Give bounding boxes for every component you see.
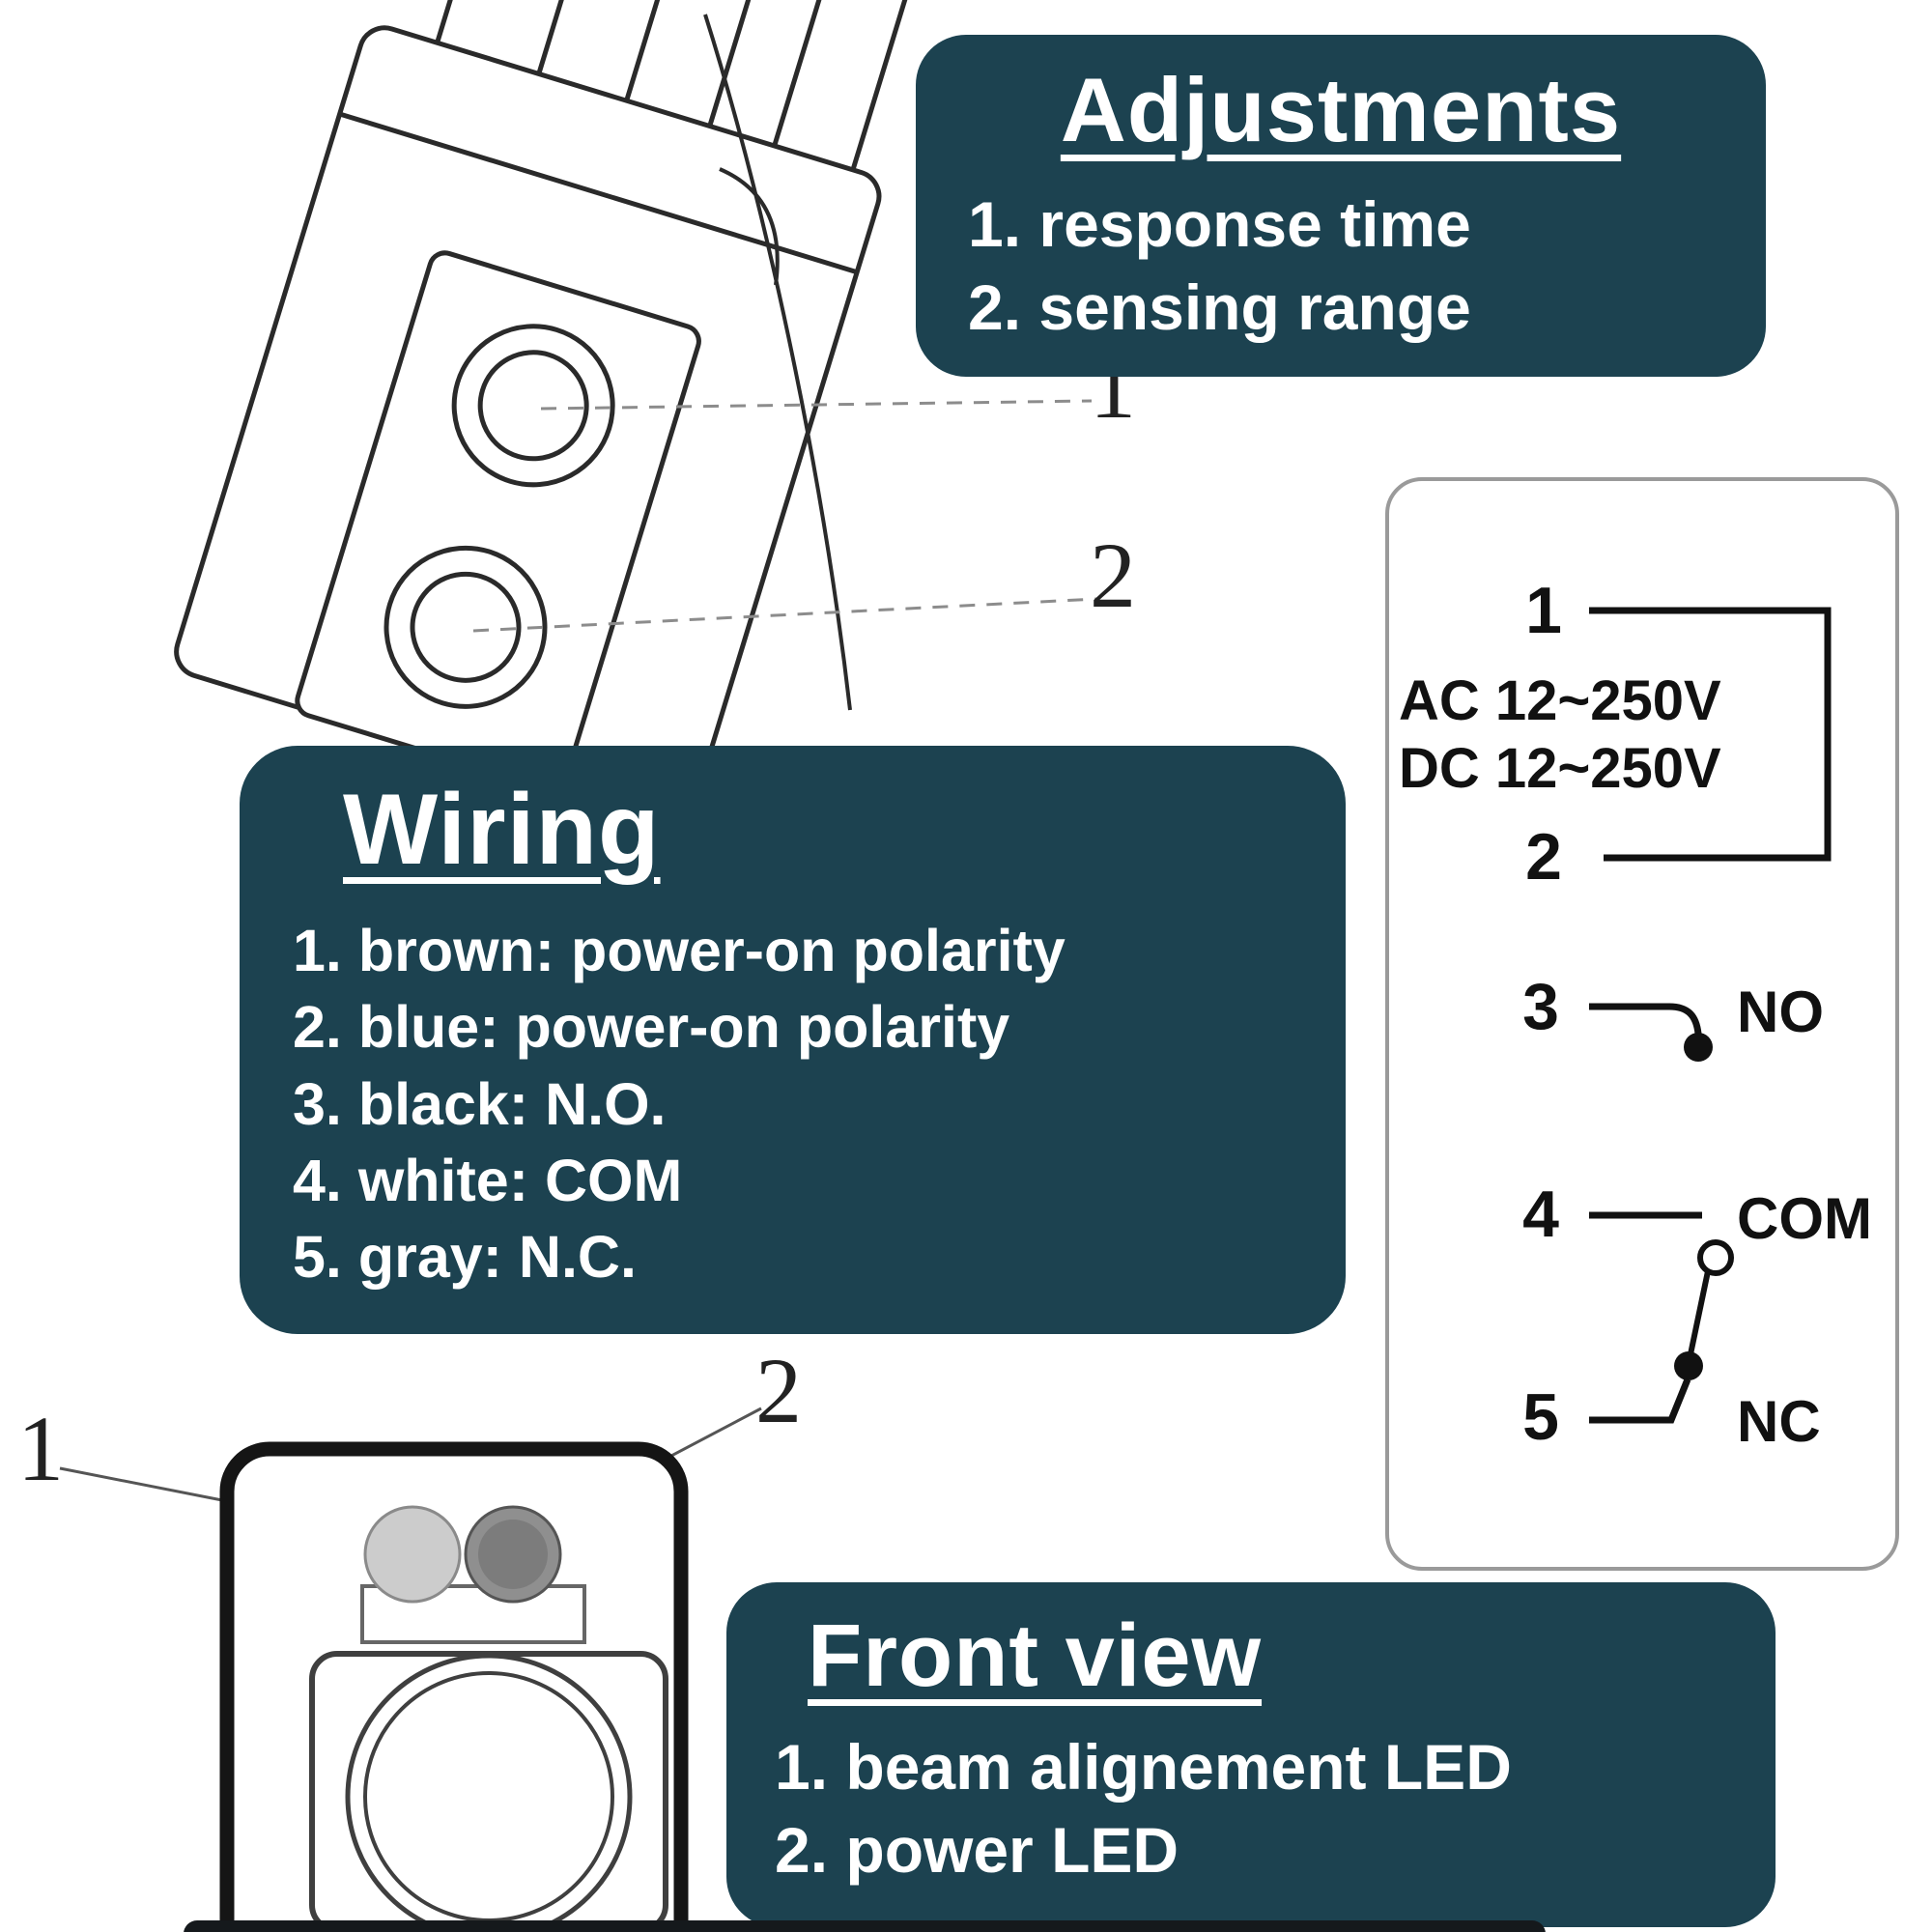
adjustment-pot-1-inner xyxy=(477,350,589,462)
no-contact-dot xyxy=(1684,1033,1713,1062)
switch-arm xyxy=(1688,1270,1711,1355)
wiring-item: 3. black: N.O. xyxy=(293,1070,667,1137)
sensor-front-drawing xyxy=(59,1406,762,1932)
power-rating-ac: AC 12~250V xyxy=(1399,669,1721,732)
label-com: COM xyxy=(1737,1186,1872,1251)
schematic-terminal-1: 1 xyxy=(1525,574,1562,647)
schematic-border xyxy=(1385,477,1899,1571)
callout-front-1: 1 xyxy=(17,1397,64,1500)
nc-contact-line xyxy=(1589,1378,1691,1424)
power-bracket-line xyxy=(1589,607,1832,862)
housing-tab xyxy=(719,167,780,286)
wiring-item: 1. brown: power-on polarity xyxy=(293,918,1065,983)
adjustments-item: 2. sensing range xyxy=(968,270,1471,343)
label-nc: NC xyxy=(1737,1389,1821,1454)
adjustments-panel: Adjustments 1. response time 2. sensing … xyxy=(916,35,1766,377)
wiring-panel: Wiring 1. brown: power-on polarity 2. bl… xyxy=(240,746,1346,1335)
wiring-title: Wiring xyxy=(343,774,661,886)
cropped-bottom-bar xyxy=(184,1920,1546,1932)
front-view-title: Front view xyxy=(808,1606,1263,1705)
wiring-item: 2. blue: power-on polarity xyxy=(293,994,1010,1061)
label-no: NO xyxy=(1737,980,1824,1044)
schematic-terminal-4: 4 xyxy=(1522,1178,1559,1251)
front-view-item: 2. power LED xyxy=(775,1813,1179,1886)
schematic-terminal-3: 3 xyxy=(1522,970,1559,1043)
wiring-item: 5. gray: N.C. xyxy=(293,1224,637,1291)
power-led-core xyxy=(478,1520,548,1589)
front-view-panel: Front view 1. beam alignement LED 2. pow… xyxy=(726,1582,1776,1927)
wiring-item: 4. white: COM xyxy=(293,1147,683,1213)
schematic-terminal-2: 2 xyxy=(1525,820,1562,894)
adjustment-pot-2-inner xyxy=(410,571,522,683)
com-pivot xyxy=(1697,1239,1734,1276)
sensor-back-drawing xyxy=(174,0,1097,823)
power-rating-dc: DC 12~250V xyxy=(1399,737,1721,800)
adjustments-title: Adjustments xyxy=(1060,59,1622,160)
adjustments-item: 1. response time xyxy=(968,188,1471,260)
beam-alignment-led xyxy=(363,1505,462,1604)
no-contact-line xyxy=(1589,1003,1702,1035)
leader-line-adjustment-1 xyxy=(540,399,1093,411)
wiring-schematic: 1 AC 12~250V DC 12~250V 2 3 NO 4 COM 5 N… xyxy=(1385,477,1899,1571)
schematic-terminal-5: 5 xyxy=(1522,1380,1559,1454)
callout-back-2: 2 xyxy=(1090,524,1136,627)
nc-contact-dot xyxy=(1674,1351,1703,1380)
callout-front-2: 2 xyxy=(755,1339,802,1442)
leader-line-adjustment-2 xyxy=(472,597,1097,633)
front-view-item: 1. beam alignement LED xyxy=(775,1731,1512,1803)
lens-outer-ring xyxy=(345,1653,633,1932)
housing-edge-line xyxy=(703,14,852,711)
